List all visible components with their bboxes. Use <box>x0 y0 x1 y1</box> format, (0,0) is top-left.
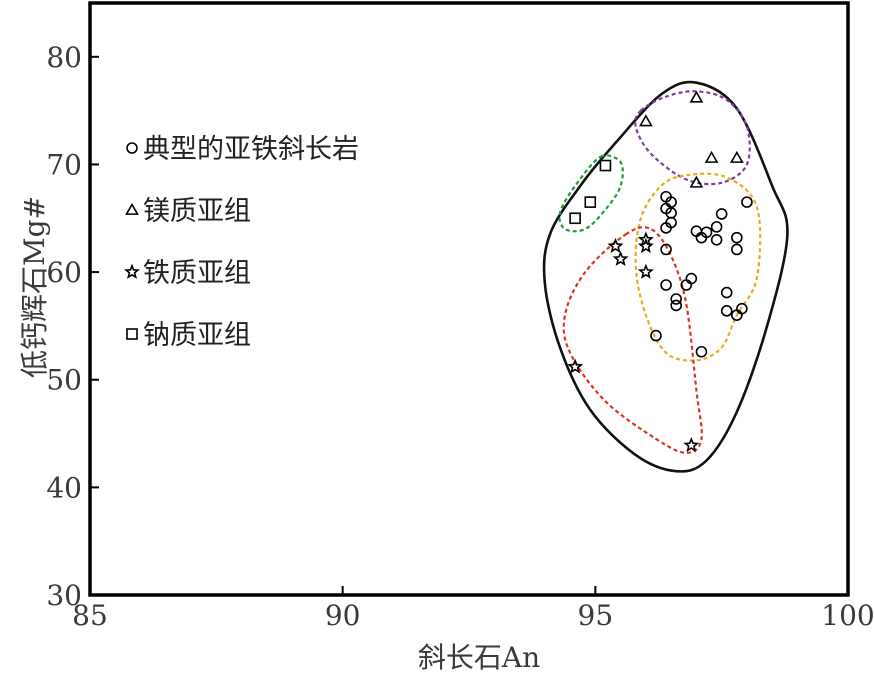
point-square <box>569 212 581 225</box>
point-circle <box>710 221 723 233</box>
point-circle <box>660 279 672 291</box>
point-circle <box>660 222 672 234</box>
point-triangle <box>704 150 719 163</box>
y-tick-label: 60 <box>46 256 82 289</box>
x-tick-label: 95 <box>578 599 614 632</box>
legend-marker-circle <box>126 142 138 154</box>
outline-sodic <box>558 154 624 233</box>
point-circle <box>715 208 728 220</box>
point-circle <box>670 293 682 305</box>
point-star <box>612 250 629 266</box>
legend-label: 典型的亚铁斜长岩 <box>143 134 359 165</box>
axes: 85 90 95 100 30 40 50 60 70 80 <box>46 1 874 632</box>
point-circle <box>700 226 713 239</box>
legend-label: 钠质亚组 <box>143 320 251 351</box>
point-star <box>637 231 654 247</box>
x-tick-label: 90 <box>325 599 361 632</box>
x-tick-label: 85 <box>72 599 108 632</box>
point-triangle <box>729 150 744 163</box>
y-tick-label: 80 <box>46 41 82 74</box>
point-star <box>637 263 654 279</box>
point-circle <box>741 196 753 208</box>
point-circle <box>650 329 662 342</box>
legend-marker-star <box>124 263 140 279</box>
point-triangle <box>689 90 704 103</box>
point-square <box>599 159 612 172</box>
point-star <box>567 358 584 374</box>
point-circle <box>660 243 672 256</box>
point-square <box>584 196 597 208</box>
x-tick-label: 100 <box>821 599 874 632</box>
y-tick-label: 40 <box>46 471 82 504</box>
legend-marker-triangle <box>125 202 139 215</box>
legend-marker-square <box>126 328 138 340</box>
y-tick-label: 30 <box>46 579 82 612</box>
y-tick-label: 70 <box>46 148 82 181</box>
point-circle <box>670 299 682 312</box>
point-circle <box>736 302 748 315</box>
y-axis-title: 低钙辉石Mg# <box>18 196 51 378</box>
point-circle <box>731 243 743 256</box>
point-star <box>637 237 654 254</box>
point-circle <box>731 231 743 244</box>
legend-label: 镁质亚组 <box>143 196 251 227</box>
point-circle <box>685 272 698 285</box>
point-triangle <box>638 114 653 127</box>
point-circle <box>710 234 723 246</box>
y-tick-label: 50 <box>46 364 82 397</box>
group-outlines <box>542 80 789 473</box>
point-triangle <box>689 175 704 188</box>
outline-ferroan <box>562 226 703 455</box>
point-star <box>607 237 624 254</box>
outline-magnesian <box>634 90 751 186</box>
data-points <box>567 90 753 453</box>
point-circle <box>695 345 708 358</box>
point-star <box>683 436 700 453</box>
plot-frame <box>88 1 850 597</box>
legend-label: 铁质亚组 <box>143 258 251 289</box>
point-circle <box>720 305 733 317</box>
point-circle <box>690 225 703 237</box>
outline-typical <box>634 172 762 362</box>
outline-all <box>542 80 789 473</box>
x-axis-title: 斜长石An <box>418 641 540 674</box>
point-circle <box>720 286 733 299</box>
